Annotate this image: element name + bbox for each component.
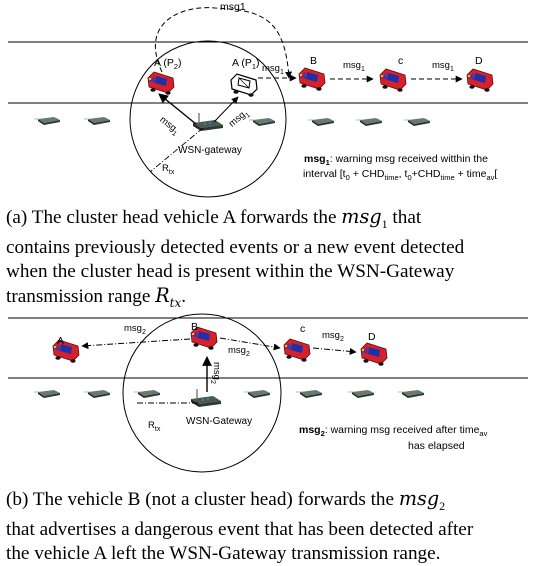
panel-b: WSN-Gateway Rtx msg2 B msg2 A msg2 c msg… bbox=[8, 313, 528, 473]
sensor-node bbox=[248, 117, 276, 127]
b-to-a-arrow bbox=[81, 338, 191, 350]
sensor-node bbox=[243, 389, 271, 399]
car-c bbox=[283, 338, 311, 363]
b-to-c-arrow bbox=[219, 337, 281, 351]
car-a-p1-label: A (P1) bbox=[232, 57, 260, 71]
gateway-label: WSN-Gateway bbox=[186, 416, 252, 427]
range-radius-line bbox=[149, 127, 204, 173]
caption-a: (a) The cluster head vehicle A forwards … bbox=[6, 205, 528, 315]
caption-a-line2: contains previously detected events or a… bbox=[6, 236, 465, 258]
msg2-note-line2: has elapsed bbox=[408, 440, 465, 452]
caption-a-line4: transmission range Rtx. bbox=[6, 283, 187, 310]
msg1-label-bc: msg1 bbox=[343, 60, 365, 73]
car-a-p2-label: A (P2) bbox=[154, 57, 182, 71]
sensor-node bbox=[355, 117, 383, 127]
caption-b-line2: that advertises a dangerous event that h… bbox=[6, 518, 474, 540]
msg2-label-bc: msg2 bbox=[228, 345, 250, 358]
msg1-arc-arrow bbox=[155, 7, 293, 79]
msg1-label-left: msg1 bbox=[156, 114, 181, 138]
msg1-arc-label: msg1 bbox=[220, 1, 246, 13]
car-d-label: D bbox=[475, 55, 483, 67]
panel-a: msg1 WSN-gateway Rtx msg1 msg1 A (P2) A … bbox=[8, 1, 528, 198]
gateway-to-a-p2-arrow bbox=[158, 93, 197, 125]
sensor-node bbox=[397, 389, 425, 399]
range-label: Rtx bbox=[162, 163, 175, 176]
sensor-node bbox=[403, 117, 431, 127]
sensor-node bbox=[33, 116, 61, 126]
caption-a-line1: (a) The cluster head vehicle A forwards … bbox=[6, 205, 422, 231]
caption-b-line3: the vehicle A left the WSN-Gateway trans… bbox=[6, 542, 441, 564]
car-d bbox=[360, 342, 388, 367]
gateway-range-circle bbox=[122, 313, 282, 473]
sensor-node bbox=[33, 389, 61, 399]
car-d-label: D bbox=[368, 331, 376, 343]
msg1-note-line1: msg1: warning msg received witthin the bbox=[304, 153, 488, 167]
c-to-d-arrow bbox=[312, 347, 357, 355]
car-b-label: B bbox=[191, 321, 198, 333]
msg1-label-cd: msg1 bbox=[432, 60, 454, 73]
sensor-node bbox=[133, 389, 161, 399]
sensor-node bbox=[83, 116, 111, 126]
sensor-node bbox=[347, 389, 375, 399]
caption-b-line1: (b) The vehicle B (not a cluster head) f… bbox=[6, 487, 446, 513]
gateway-to-a-p1-arrow bbox=[213, 96, 239, 123]
msg2-label-vertical: msg2 bbox=[209, 362, 222, 384]
msg1-label-ab: msg1 bbox=[262, 63, 284, 76]
car-b bbox=[298, 67, 326, 92]
car-c-label: c bbox=[398, 55, 403, 67]
msg2-note-line1: msg2: warning msg received after timeav bbox=[299, 424, 488, 438]
car-a-p2 bbox=[147, 71, 175, 96]
car-c bbox=[379, 68, 407, 93]
caption-a-line3: when the cluster head is present within … bbox=[6, 260, 455, 282]
car-a-p1 bbox=[230, 73, 258, 98]
msg1-note-line2: interval [t0 + CHDtime, t0+CHDtime + tim… bbox=[303, 168, 497, 182]
sensor-node bbox=[295, 389, 323, 399]
msg2-label-cd: msg2 bbox=[322, 330, 344, 343]
car-d bbox=[466, 68, 494, 93]
msg2-label-ba: msg2 bbox=[124, 323, 146, 336]
gateway-range-circle bbox=[129, 40, 287, 198]
wsn-gateway-node bbox=[192, 112, 224, 132]
wsn-gateway-node bbox=[190, 388, 222, 408]
gateway-label: WSN-gateway bbox=[178, 145, 242, 156]
sensor-node bbox=[307, 117, 335, 127]
caption-b: (b) The vehicle B (not a cluster head) f… bbox=[6, 487, 528, 566]
car-c-label: c bbox=[300, 323, 305, 335]
car-b-label: B bbox=[310, 55, 317, 67]
range-label: Rtx bbox=[148, 420, 161, 433]
msg1-label-right: msg1 bbox=[227, 107, 252, 131]
car-a-label: A bbox=[57, 335, 64, 347]
sensor-node bbox=[83, 389, 111, 399]
